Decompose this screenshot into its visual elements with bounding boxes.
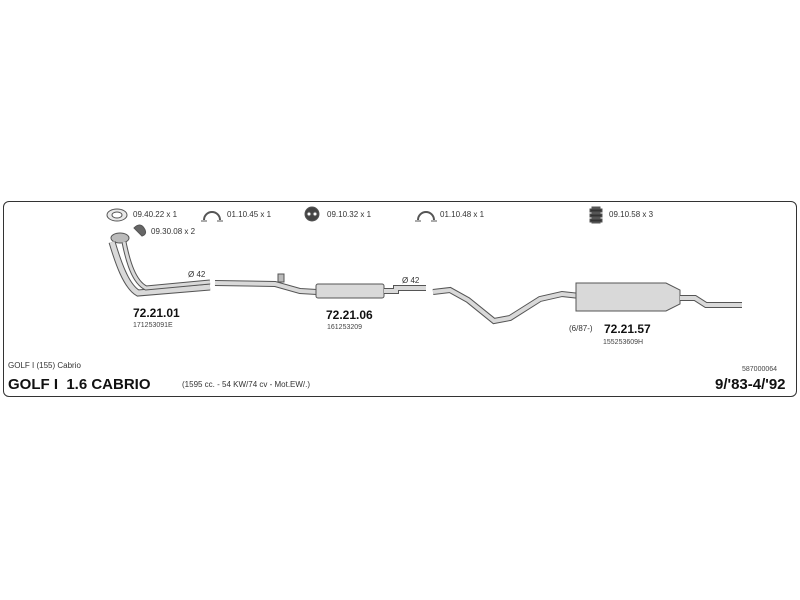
- production-years: 9/'83-4/'92: [715, 376, 786, 393]
- rubber-mount-icon: [304, 206, 320, 222]
- accessory-label-gasket: 09.40.22 x 1: [133, 210, 178, 219]
- accessory-label-bolt-set: 09.10.58 x 3: [609, 210, 654, 219]
- accessory-label-clamp-2: 01.10.48 x 1: [440, 210, 485, 219]
- part-number: 72.21.06: [326, 308, 373, 322]
- accessory-label-clamp: 01.10.45 x 1: [227, 210, 272, 219]
- catalog-number: 587000064: [742, 366, 778, 373]
- part-number: 72.21.01: [133, 306, 180, 320]
- gasket-ring-icon: [106, 208, 128, 222]
- engine-spec: (1595 cc. - 54 KW/74 cv - Mot.EW/.): [182, 380, 311, 389]
- clamp-icon: [415, 211, 437, 222]
- bolt-set-icon: [589, 206, 603, 224]
- vehicle-title: GOLF I 1.6 CABRIO: [8, 376, 151, 393]
- hanger-icon: [133, 224, 147, 237]
- rear-silencer-drawing: [432, 282, 742, 325]
- model-code: GOLF I (155) Cabrio: [8, 361, 81, 370]
- oem-number: 161253209: [327, 324, 363, 331]
- front-pipe-drawing: [108, 232, 211, 297]
- clamp-icon: [201, 211, 223, 222]
- part-date-note: (6/87-): [569, 324, 593, 333]
- oem-number: 155253609H: [603, 339, 644, 346]
- part-number: 72.21.57: [604, 322, 651, 336]
- diameter-label: Ø 42: [188, 270, 206, 279]
- accessory-label-hanger: 09.30.08 x 2: [151, 227, 196, 236]
- middle-silencer-drawing: [214, 273, 426, 299]
- accessory-label-rubber-mount: 09.10.32 x 1: [327, 210, 372, 219]
- oem-number: 171253091E: [133, 322, 173, 329]
- diameter-label: Ø 42: [402, 276, 420, 285]
